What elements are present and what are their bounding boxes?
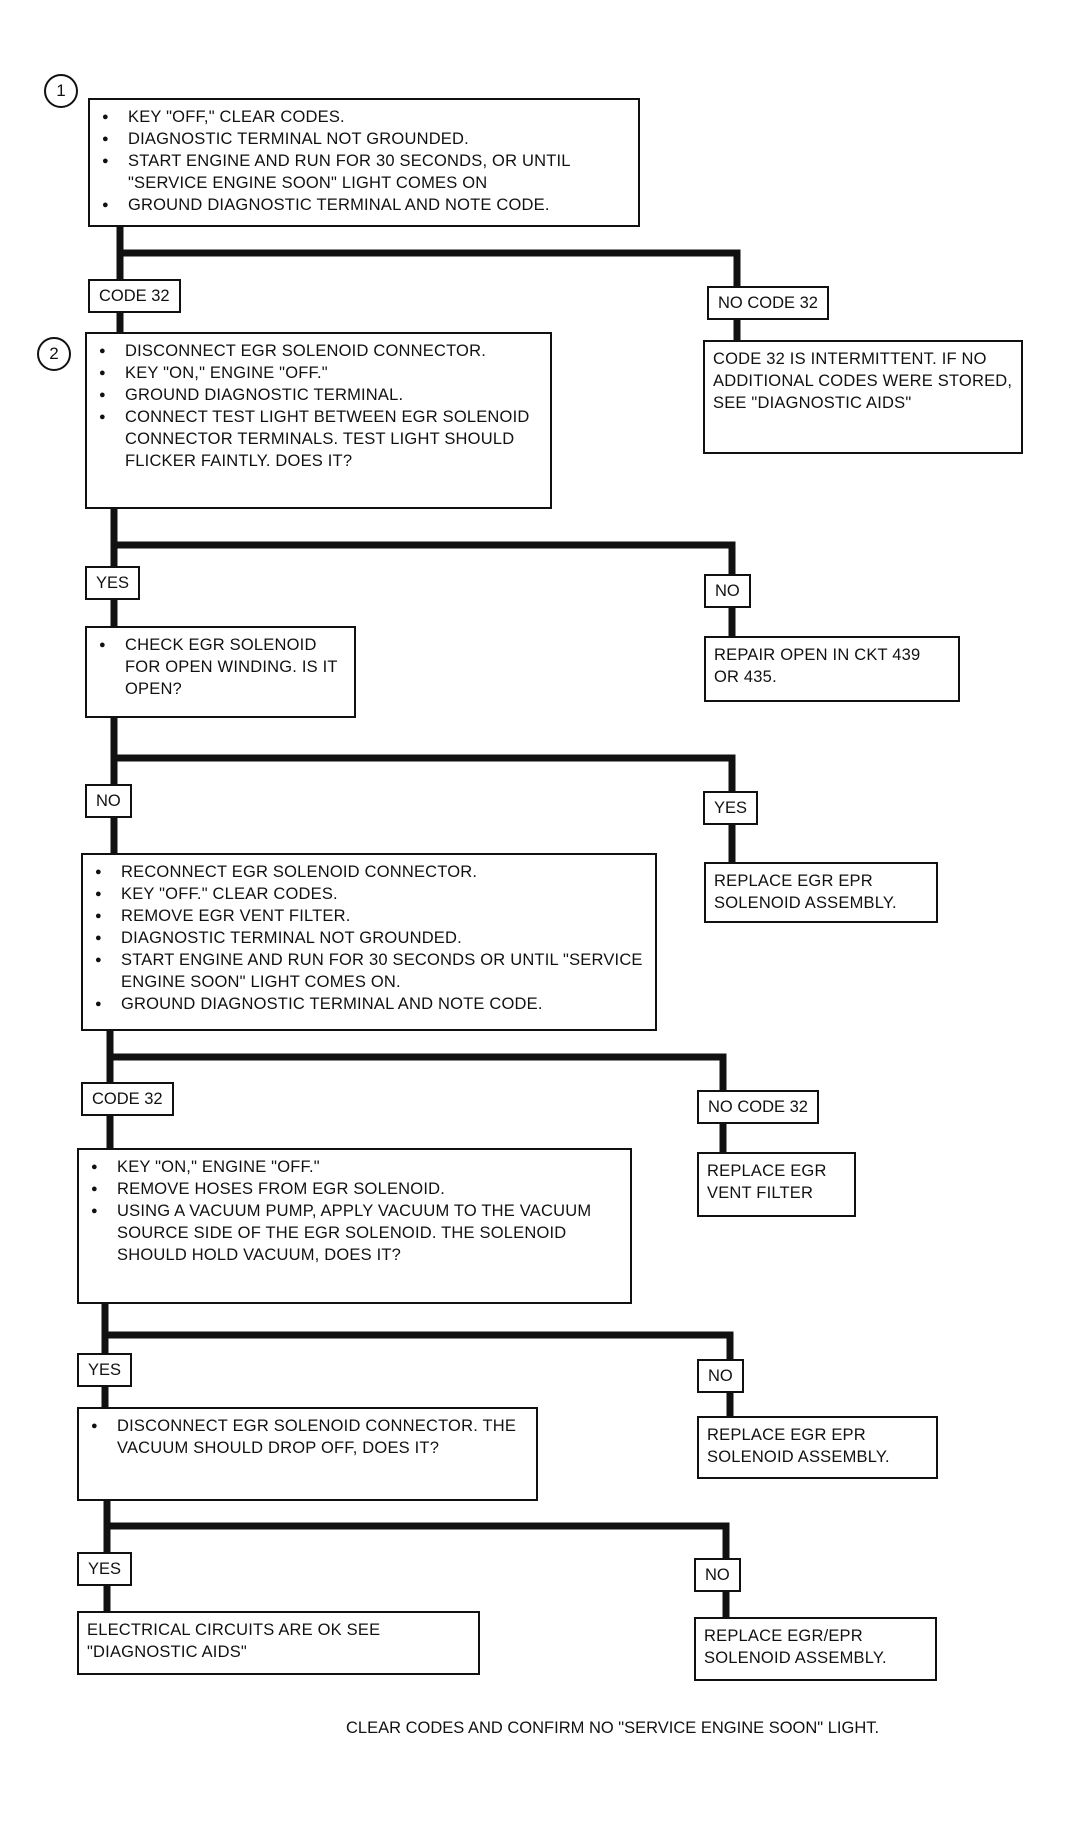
result-text: CODE 32 IS INTERMITTENT. IF NO ADDITIONA…: [713, 350, 1013, 412]
branch-label-no: NO: [697, 1359, 744, 1393]
branch-label-no: NO: [694, 1558, 741, 1592]
instruction-item: REMOVE HOSES FROM EGR SOLENOID.: [87, 1178, 622, 1200]
instruction-item: KEY "ON," ENGINE "OFF.": [87, 1156, 622, 1178]
step-1-marker: 1: [44, 74, 78, 108]
result-text: REPLACE EGR/EPR SOLENOID ASSEMBLY.: [704, 1627, 887, 1667]
result-repair-open-circuit: REPAIR OPEN IN CKT 439 OR 435.: [704, 636, 960, 702]
instruction-item: CONNECT TEST LIGHT BETWEEN EGR SOLENOID …: [95, 406, 542, 472]
instruction-item: RECONNECT EGR SOLENOID CONNECTOR.: [91, 861, 647, 883]
disconnect-solenoid-instructions: DISCONNECT EGR SOLENOID CONNECTOR. THE V…: [77, 1407, 538, 1501]
branch-label-code-32: CODE 32: [81, 1082, 174, 1116]
step-1-instructions: KEY "OFF," CLEAR CODES. DIAGNOSTIC TERMI…: [88, 98, 640, 227]
instruction-item: KEY "ON," ENGINE "OFF.": [95, 362, 542, 384]
branch-label-yes: YES: [703, 791, 759, 825]
instruction-item: GROUND DIAGNOSTIC TERMINAL AND NOTE CODE…: [91, 993, 647, 1015]
instruction-item: USING A VACUUM PUMP, APPLY VACUUM TO THE…: [87, 1200, 622, 1266]
branch-label-no-code-32: NO CODE 32: [697, 1090, 819, 1124]
footer-note: CLEAR CODES AND CONFIRM NO "SERVICE ENGI…: [346, 1719, 880, 1737]
result-code-32-intermittent: CODE 32 IS INTERMITTENT. IF NO ADDITIONA…: [703, 340, 1023, 454]
vacuum-test-instructions: KEY "ON," ENGINE "OFF." REMOVE HOSES FRO…: [77, 1148, 632, 1304]
result-replace-solenoid-assembly: REPLACE EGR EPR SOLENOID ASSEMBLY.: [704, 862, 938, 923]
branch-label-no: NO: [704, 574, 751, 608]
instruction-item: GROUND DIAGNOSTIC TERMINAL AND NOTE CODE…: [98, 194, 630, 216]
instruction-item: START ENGINE AND RUN FOR 30 SECONDS, OR …: [98, 150, 630, 194]
instruction-item: REMOVE EGR VENT FILTER.: [91, 905, 647, 927]
instruction-item: DIAGNOSTIC TERMINAL NOT GROUNDED.: [91, 927, 647, 949]
branch-label-yes: YES: [77, 1552, 133, 1586]
branch-label-yes: YES: [85, 566, 141, 600]
result-text: REPAIR OPEN IN CKT 439 OR 435.: [714, 646, 921, 686]
instruction-item: DISCONNECT EGR SOLENOID CONNECTOR. THE V…: [87, 1415, 528, 1459]
branch-label-code-32: CODE 32: [88, 279, 181, 313]
result-text: REPLACE EGR EPR SOLENOID ASSEMBLY.: [714, 872, 897, 912]
result-replace-vent-filter: REPLACE EGR VENT FILTER: [697, 1152, 856, 1217]
branch-label-yes: YES: [77, 1353, 133, 1387]
step-2-marker: 2: [37, 337, 71, 371]
result-circuits-ok: ELECTRICAL CIRCUITS ARE OK SEE "DIAGNOST…: [77, 1611, 480, 1675]
instruction-item: KEY "OFF." CLEAR CODES.: [91, 883, 647, 905]
check-solenoid-instructions: CHECK EGR SOLENOID FOR OPEN WINDING. IS …: [85, 626, 356, 718]
result-text: REPLACE EGR EPR SOLENOID ASSEMBLY.: [707, 1426, 890, 1466]
instruction-item: CHECK EGR SOLENOID FOR OPEN WINDING. IS …: [95, 634, 346, 700]
step-2-instructions: DISCONNECT EGR SOLENOID CONNECTOR. KEY "…: [85, 332, 552, 509]
branch-label-no-code-32: NO CODE 32: [707, 286, 829, 320]
result-text: REPLACE EGR VENT FILTER: [707, 1162, 827, 1202]
result-replace-solenoid-assembly: REPLACE EGR EPR SOLENOID ASSEMBLY.: [697, 1416, 938, 1479]
branch-label-no: NO: [85, 784, 132, 818]
instruction-item: KEY "OFF," CLEAR CODES.: [98, 106, 630, 128]
instruction-item: DIAGNOSTIC TERMINAL NOT GROUNDED.: [98, 128, 630, 150]
result-text: ELECTRICAL CIRCUITS ARE OK SEE "DIAGNOST…: [87, 1621, 381, 1661]
instruction-item: GROUND DIAGNOSTIC TERMINAL.: [95, 384, 542, 406]
result-replace-solenoid-assembly: REPLACE EGR/EPR SOLENOID ASSEMBLY.: [694, 1617, 937, 1681]
instruction-item: DISCONNECT EGR SOLENOID CONNECTOR.: [95, 340, 542, 362]
instruction-item: START ENGINE AND RUN FOR 30 SECONDS OR U…: [91, 949, 647, 993]
reconnect-solenoid-instructions: RECONNECT EGR SOLENOID CONNECTOR. KEY "O…: [81, 853, 657, 1031]
